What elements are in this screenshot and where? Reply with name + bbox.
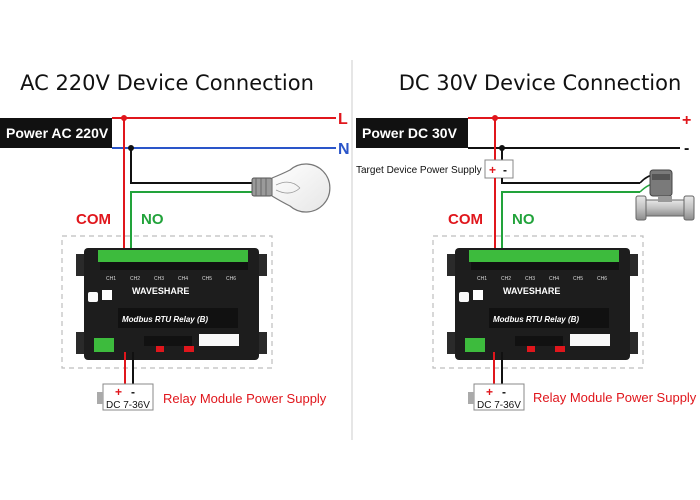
left-power-label: Power AC 220V [6, 125, 109, 141]
left-panel: AC 220V Device Connection Power AC 220V … [0, 71, 350, 411]
left-ch4: CH4 [178, 276, 188, 282]
left-module-supply-label: Relay Module Power Supply [163, 391, 327, 406]
left-neutral-to-bulb-wire [130, 148, 255, 184]
right-target-minus: - [503, 163, 507, 177]
right-ch3: CH3 [525, 276, 535, 282]
left-ch1: CH1 [106, 276, 116, 282]
left-ch5: CH5 [202, 276, 212, 282]
right-power-label: Power DC 30V [362, 125, 458, 141]
left-ch2: CH2 [130, 276, 140, 282]
right-panel: DC 30V Device Connection Power DC 30V + … [356, 71, 697, 411]
right-module-supply-label: Relay Module Power Supply [533, 390, 697, 405]
left-supply-plus: + [115, 385, 122, 399]
right-no-wire [501, 191, 640, 248]
left-dc-label: DC 7-36V [106, 400, 150, 411]
right-ch4: CH4 [549, 276, 559, 282]
left-power-bar [0, 118, 112, 148]
right-supply-plus: + [486, 385, 493, 399]
light-bulb-icon [251, 163, 331, 213]
right-title: DC 30V Device Connection [399, 71, 682, 95]
left-no-wire [130, 191, 255, 248]
right-minus-rail: - [684, 140, 689, 157]
right-ch2: CH2 [501, 276, 511, 282]
left-neutral-label: N [338, 141, 350, 158]
right-ch1: CH1 [477, 276, 487, 282]
left-relay-module: WAVESHARE Modbus RTU Relay (B) CH1 CH2 C… [76, 248, 267, 360]
left-brand: WAVESHARE [132, 286, 189, 296]
left-model: Modbus RTU Relay (B) [122, 315, 208, 324]
right-supply-minus: - [502, 385, 506, 399]
left-no-label: NO [141, 211, 164, 228]
right-ch5: CH5 [573, 276, 583, 282]
left-title: AC 220V Device Connection [20, 71, 314, 95]
right-dc-label: DC 7-36V [477, 400, 521, 411]
right-no-label: NO [512, 211, 535, 228]
solenoid-valve-icon [635, 169, 695, 221]
right-target-supply-box: + - [484, 159, 514, 179]
left-ch3: CH3 [154, 276, 164, 282]
right-ch6: CH6 [597, 276, 607, 282]
left-line-label: L [338, 111, 348, 128]
right-target-plus: + [489, 163, 496, 177]
right-brand: WAVESHARE [503, 286, 560, 296]
right-plus-rail: + [682, 112, 691, 129]
left-supply-minus: - [131, 385, 135, 399]
left-dc-supply-box: + - DC 7-36V [97, 383, 154, 411]
left-ch6: CH6 [226, 276, 236, 282]
right-model: Modbus RTU Relay (B) [493, 315, 579, 324]
right-target-label: Target Device Power Supply [356, 165, 482, 176]
right-power-bar [356, 118, 468, 148]
right-dc-supply-box: + - DC 7-36V [468, 383, 525, 411]
right-com-label: COM [448, 211, 483, 228]
left-com-label: COM [76, 211, 111, 228]
right-relay-module: WAVESHARE Modbus RTU Relay (B) CH1 CH2 C… [447, 248, 638, 360]
right-minus-to-valve-wire [501, 178, 640, 184]
